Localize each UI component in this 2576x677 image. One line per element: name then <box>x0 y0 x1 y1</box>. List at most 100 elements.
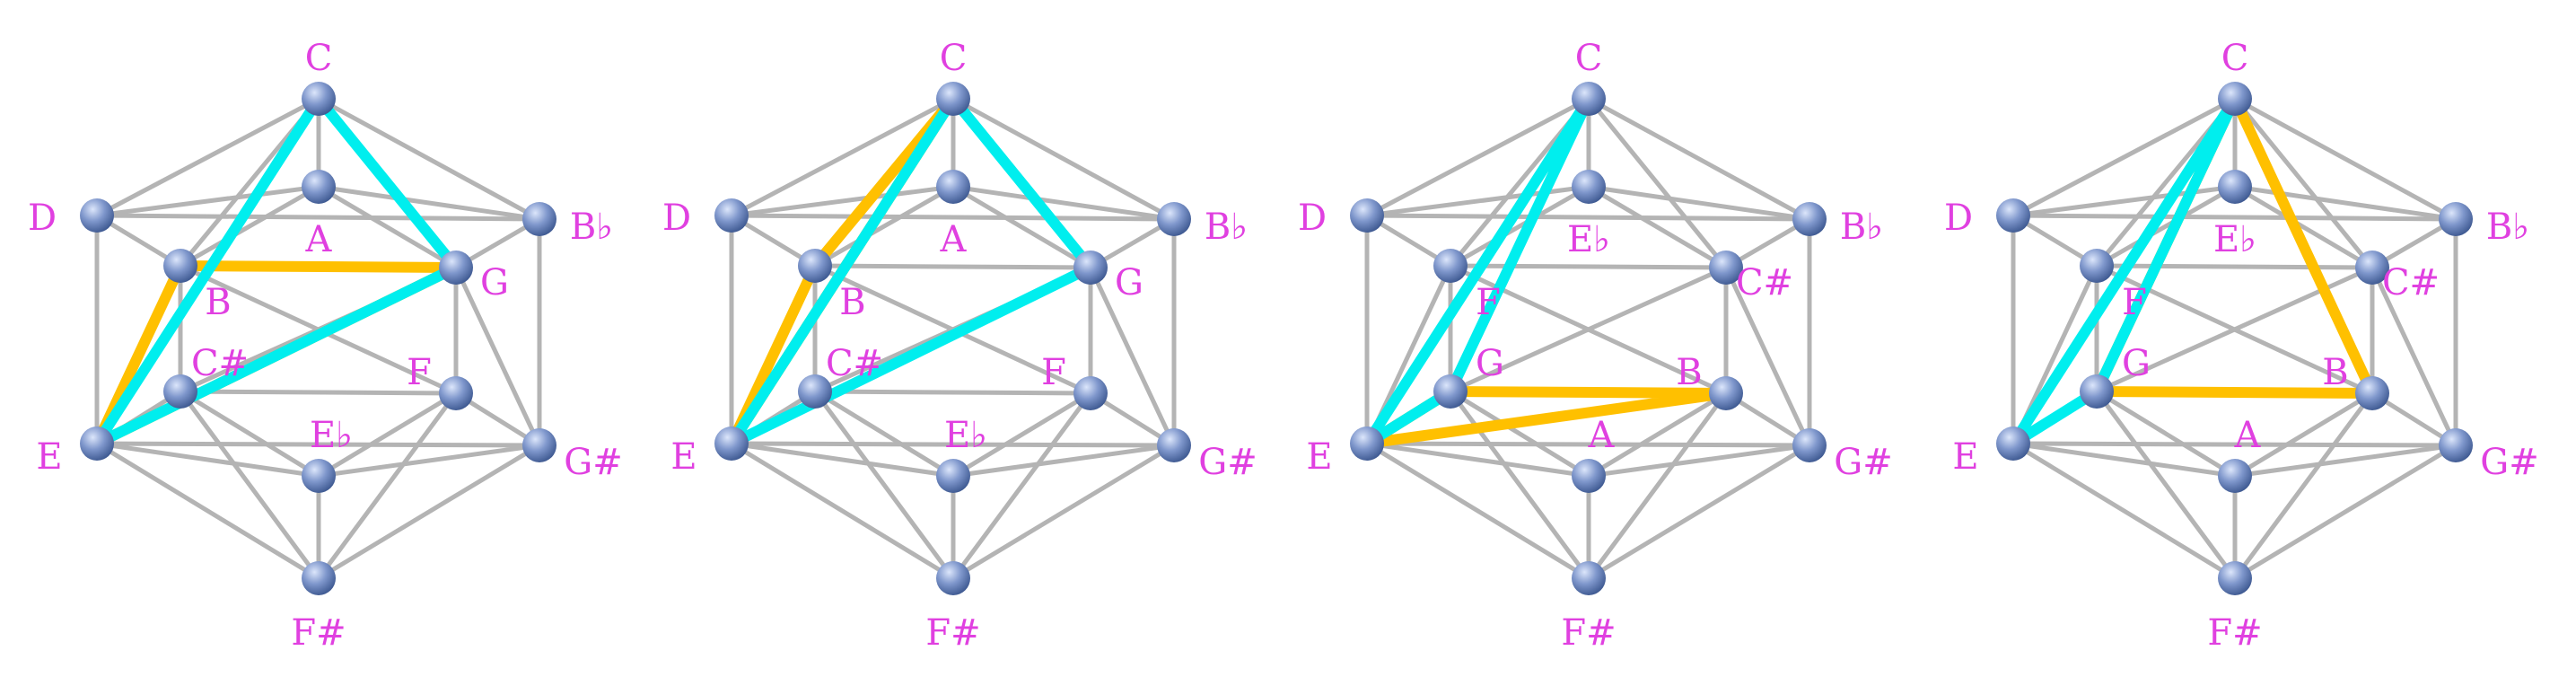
label-ur: B♭ <box>2486 207 2529 248</box>
label-lr: G# <box>564 442 622 483</box>
label-ul: D <box>1298 198 1327 239</box>
label-ur: B♭ <box>1205 207 1248 248</box>
edge-i_top-i_ul <box>2094 184 2238 268</box>
triangle-orange <box>1362 386 1731 449</box>
node-ul <box>1996 198 2030 233</box>
label-ul: D <box>28 198 57 239</box>
label-i_ll: C# <box>826 343 883 384</box>
node-bottom <box>936 561 970 595</box>
edge-top-ur <box>316 96 542 222</box>
label-i_lr: F <box>407 352 432 393</box>
node-i_bottom <box>302 459 336 493</box>
edge-ul-ur <box>1364 213 1812 222</box>
edge-ll-bottom <box>94 441 321 581</box>
edge-lr-i_bottom <box>316 443 542 479</box>
edge-i_ll-i_bottom <box>812 389 956 479</box>
label-i_ul: F <box>1476 282 1501 323</box>
node-i_lr <box>2355 376 2389 410</box>
node-i_ll <box>798 374 832 409</box>
label-bottom: F# <box>2207 612 2262 654</box>
node-i_ur <box>439 251 473 285</box>
edge-i_ll-i_bottom <box>178 389 321 479</box>
node-i_ul <box>2080 249 2114 283</box>
edge-ur-i_top <box>2232 184 2458 222</box>
label-ll: E <box>1952 436 1978 478</box>
edge-i_ul-i_ur <box>812 263 1093 270</box>
edge-lr-i_ur <box>453 265 542 448</box>
edge-top-ul <box>729 96 956 218</box>
edge-lr-i_ur <box>1088 265 1177 448</box>
edge-ll-i_bottom <box>1364 441 1591 479</box>
triangle-cyan <box>1362 93 1594 449</box>
node-i_top <box>1572 170 1606 204</box>
label-top: C <box>940 38 968 79</box>
edge-ll-i_bottom <box>2011 441 2238 479</box>
edge-lr-i_ur <box>1723 265 1812 448</box>
edge-ll-bottom <box>1364 441 1591 581</box>
edge-top-ur <box>951 96 1177 222</box>
edge-bottom-i_ll <box>1448 389 1591 581</box>
node-i_ll <box>2080 374 2114 409</box>
edge-i_top-i_ur <box>2232 184 2375 270</box>
edge-bottom-i_lr <box>316 391 459 581</box>
label-i_ul: B <box>205 282 231 323</box>
edge-lr-bottom <box>2232 443 2458 581</box>
node-top <box>936 82 970 116</box>
edge-i_ll-i_bottom <box>1448 389 1591 479</box>
label-i_ll: C# <box>191 343 249 384</box>
edge-top-ur <box>2232 96 2458 222</box>
node-lr <box>522 428 556 462</box>
label-top: C <box>1575 38 1603 79</box>
edge-ur-i_top <box>1586 184 1812 222</box>
label-i_bottom: E♭ <box>944 415 987 456</box>
label-i_ul: B <box>839 282 865 323</box>
label-bottom: F# <box>1561 612 1616 654</box>
edge-lr-bottom <box>1586 443 1812 581</box>
edge-ur-i_top <box>951 184 1177 222</box>
edge-ll-lr <box>94 441 542 448</box>
node-lr <box>1157 428 1191 462</box>
node-ur <box>1157 202 1191 236</box>
node-top <box>302 82 336 116</box>
edge-ll-lr <box>1364 441 1812 448</box>
edge-ll-bottom <box>2011 441 2238 581</box>
label-i_bottom: A <box>1588 415 1616 456</box>
node-i_lr <box>439 376 473 410</box>
node-ll <box>1996 426 2030 461</box>
node-bottom <box>302 561 336 595</box>
node-i_ur <box>2355 251 2389 285</box>
edge-ul-ur <box>94 213 542 222</box>
edge-top-i_ur <box>1586 96 1729 270</box>
node-i_top <box>936 170 970 204</box>
edge-i_lr-i_bottom <box>2232 391 2375 479</box>
node-bottom <box>1572 561 1606 595</box>
node-i_bottom <box>2218 459 2252 493</box>
node-lr <box>1792 428 1827 462</box>
edge-lr-i_ur <box>2370 265 2458 448</box>
label-ll: E <box>36 436 62 478</box>
label-i_ll: G <box>2122 343 2151 384</box>
label-i_lr: B <box>1676 352 1702 393</box>
label-i_top: A <box>305 219 333 260</box>
label-lr: G# <box>1198 442 1257 483</box>
edge-i_lr-i_bottom <box>1586 391 1729 479</box>
node-ur <box>522 202 556 236</box>
edge-lr-i_bottom <box>2232 443 2458 479</box>
edge-ur-i_top <box>316 184 542 222</box>
edge-ll-lr <box>729 441 1177 448</box>
edge-i_lr-i_bottom <box>316 391 459 479</box>
label-ul: D <box>662 198 691 239</box>
triangle-cyan <box>726 93 1096 449</box>
label-ll: E <box>670 436 697 478</box>
triangle-cyan <box>92 93 461 449</box>
label-ur: B♭ <box>1840 207 1883 248</box>
label-ur: B♭ <box>570 207 613 248</box>
node-i_bottom <box>1572 459 1606 493</box>
node-i_ur <box>1709 251 1743 285</box>
node-i_lr <box>1073 376 1108 410</box>
